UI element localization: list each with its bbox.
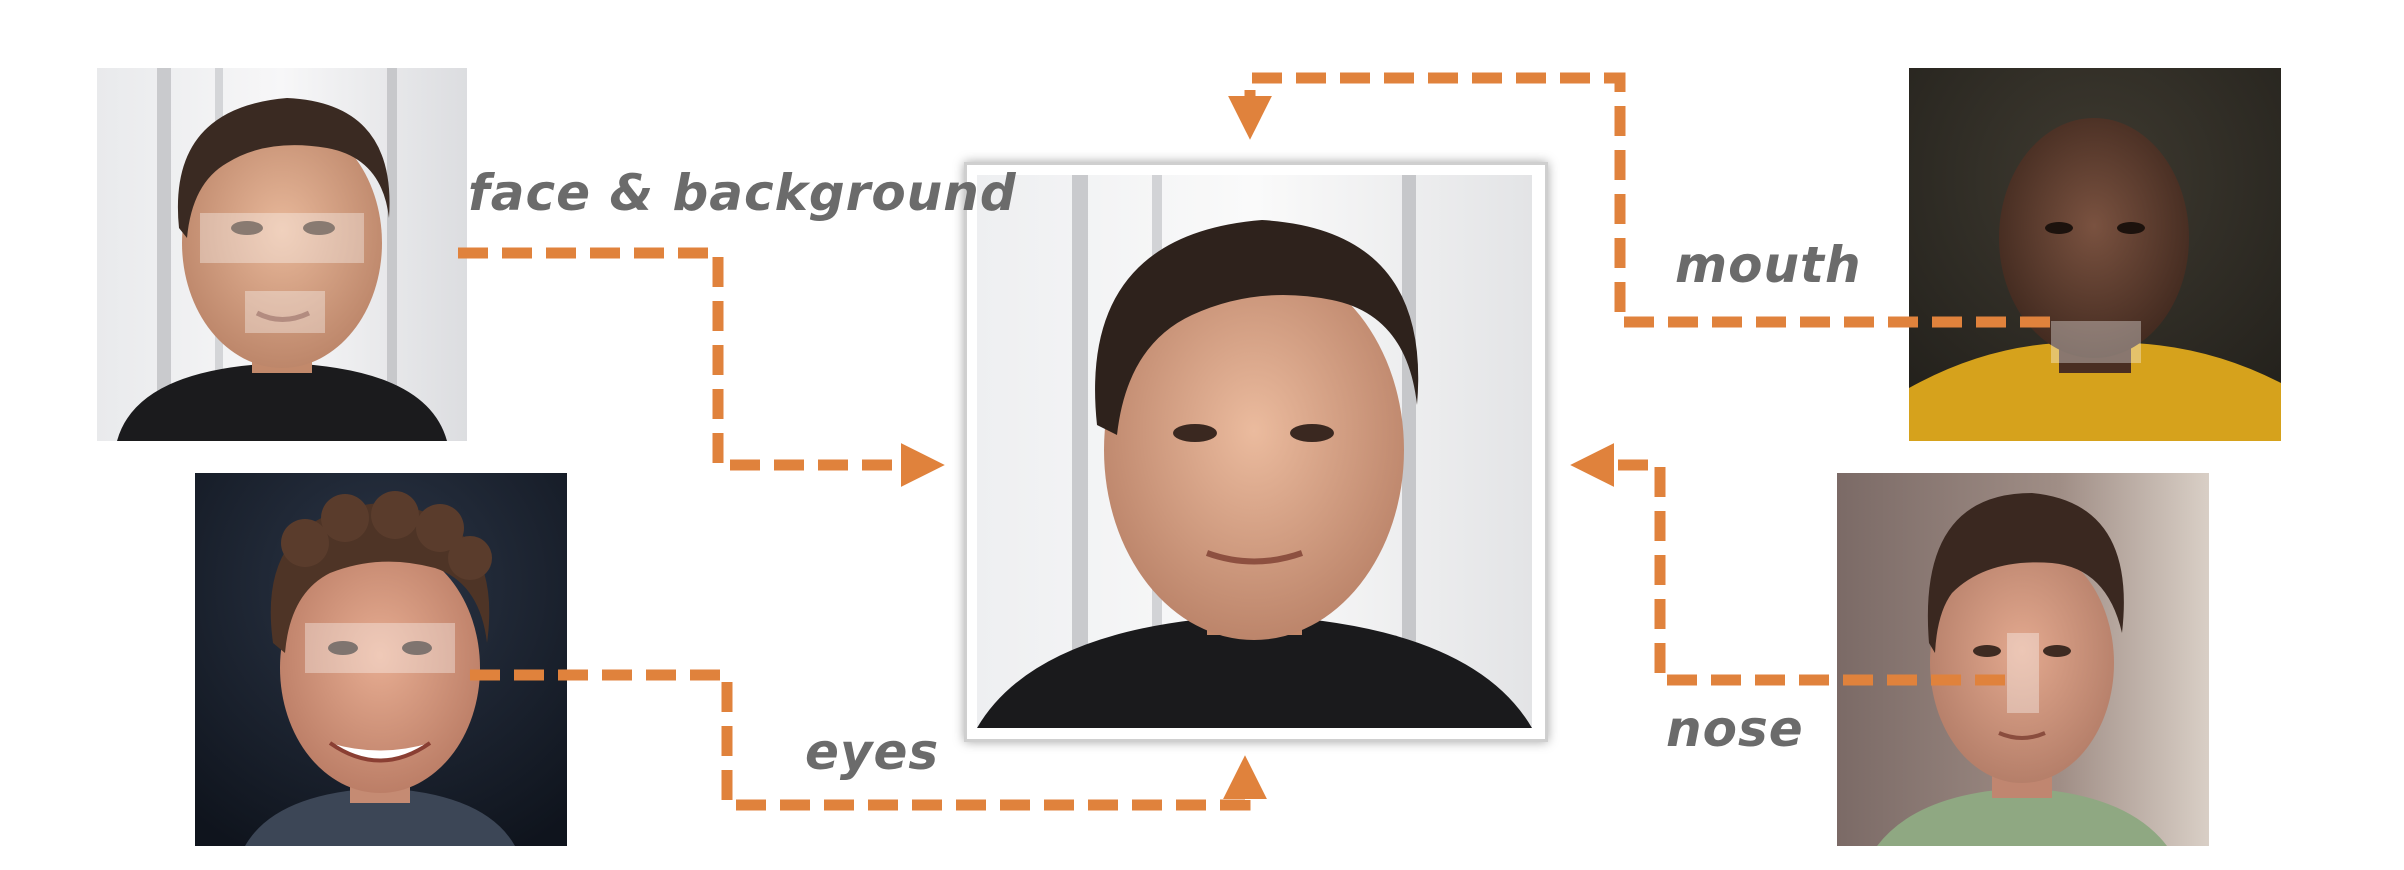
label-nose: nose bbox=[1666, 700, 1804, 758]
label-face-background: face & background bbox=[468, 164, 1017, 222]
photo-mouth-source bbox=[1909, 68, 2281, 441]
arrow-nose bbox=[1570, 443, 2005, 686]
label-eyes: eyes bbox=[805, 723, 940, 781]
photo-nose-source bbox=[1837, 473, 2209, 846]
photo-composite-result bbox=[977, 175, 1532, 728]
photo-face-background-source bbox=[97, 68, 467, 441]
arrow-mouth bbox=[1228, 72, 2050, 328]
photo-eyes-source bbox=[195, 473, 567, 846]
label-mouth: mouth bbox=[1675, 236, 1862, 294]
arrow-face-background bbox=[458, 247, 945, 487]
